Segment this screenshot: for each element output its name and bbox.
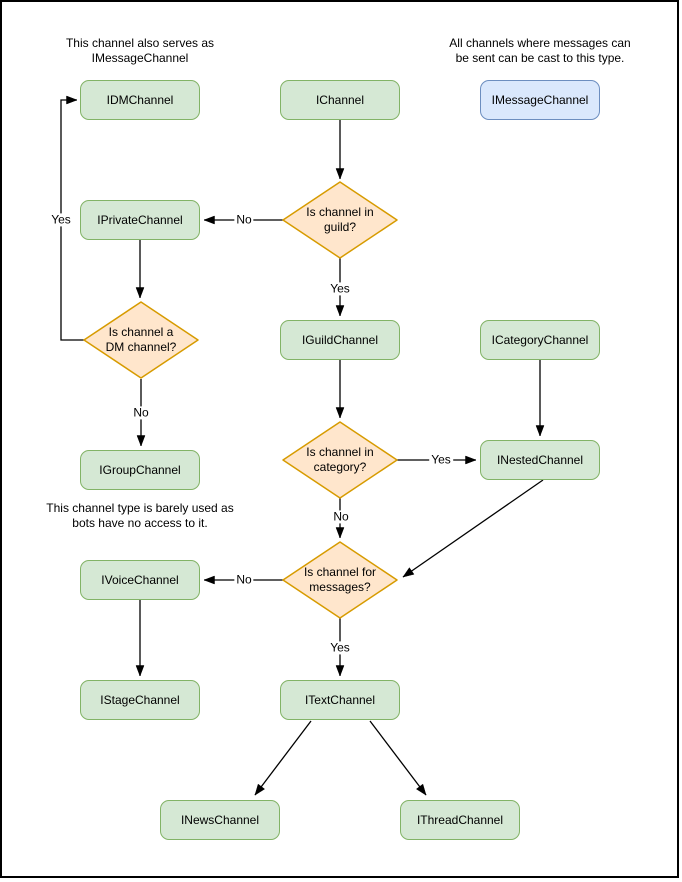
edge-label-guild-yes: Yes — [328, 281, 352, 296]
decision-is-channel-for-messages: Is channel for messages? — [281, 540, 399, 620]
annotation-group-note: This channel type is barely used as bots… — [46, 501, 234, 530]
decision-is-channel-a-dm: Is channel a DM channel? — [82, 300, 200, 380]
node-ichannel: IChannel — [280, 80, 400, 120]
node-inestedchannel: INestedChannel — [480, 440, 600, 480]
node-istagechannel: IStageChannel — [80, 680, 200, 720]
node-iguildchannel: IGuildChannel — [280, 320, 400, 360]
node-icategorychannel: ICategoryChannel — [480, 320, 600, 360]
diamond-shape — [282, 541, 398, 619]
edge-label-messages-yes: Yes — [328, 640, 352, 655]
arrow-inestedchannel-to-for-messages — [402, 479, 544, 578]
node-ivoicechannel: IVoiceChannel — [80, 560, 200, 600]
decision-label: Is channel in guild? — [306, 205, 374, 234]
decision-label: Is channel a DM channel? — [105, 325, 177, 354]
arrow-itextchannel-to-inewschannel — [254, 720, 312, 796]
decision-is-channel-in-category: Is channel in category? — [281, 420, 399, 500]
edge-label-dm-yes: Yes — [49, 212, 73, 227]
arrow-itextchannel-to-ithreadchannel — [369, 720, 427, 796]
annotation-message-note: All channels where messages can be sent … — [449, 36, 631, 65]
edge-label-messages-no: No — [234, 572, 254, 587]
diamond-shape — [282, 421, 398, 499]
decision-is-channel-in-guild: Is channel in guild? — [281, 180, 399, 260]
edge-label-category-no: No — [331, 509, 351, 524]
node-iprivatechannel: IPrivateChannel — [80, 200, 200, 240]
node-itextchannel: ITextChannel — [280, 680, 400, 720]
edge-label-category-yes: Yes — [429, 452, 453, 467]
node-ithreadchannel: IThreadChannel — [400, 800, 520, 840]
node-inewschannel: INewsChannel — [160, 800, 280, 840]
edge-label-dm-no: No — [131, 405, 151, 420]
node-idmchannel: IDMChannel — [80, 80, 200, 120]
decision-label: Is channel for messages? — [303, 565, 377, 594]
diamond-shape — [83, 301, 199, 379]
diamond-shape — [282, 181, 398, 259]
node-imessagechannel: IMessageChannel — [480, 80, 600, 120]
annotation-dm-note: This channel also serves as IMessageChan… — [65, 36, 215, 65]
node-igroupchannel: IGroupChannel — [80, 450, 200, 490]
edge-label-guild-no: No — [234, 212, 254, 227]
decision-label: Is channel in category? — [306, 445, 374, 474]
